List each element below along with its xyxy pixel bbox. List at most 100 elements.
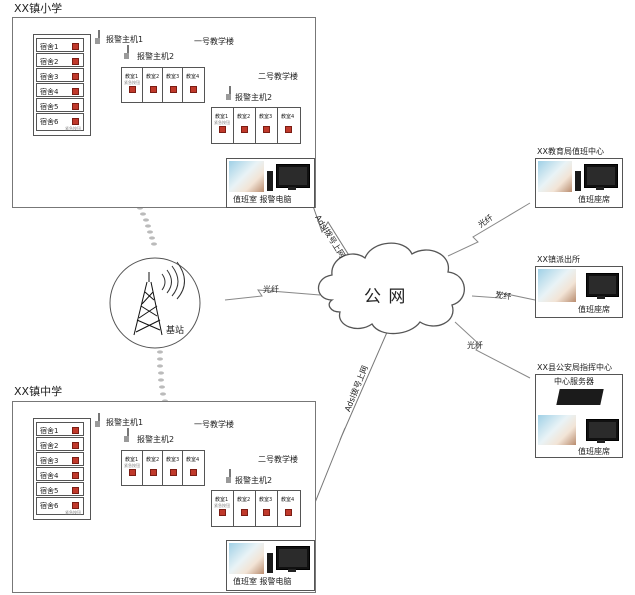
fiber-link-police <box>471 291 536 301</box>
building-label: 一号教学楼 <box>194 420 234 429</box>
dorm-room: 宿舍3 <box>36 452 84 466</box>
alarm-button-icon[interactable] <box>72 457 79 464</box>
alarm-button-icon[interactable] <box>150 469 157 476</box>
operator-photo <box>229 543 264 574</box>
alarm-host-label: 报警主机2 <box>137 52 175 61</box>
alarm-button-icon[interactable] <box>190 86 197 93</box>
fiber-link-education <box>447 202 531 257</box>
alarm-button-icon[interactable] <box>72 472 79 479</box>
alarm-button-icon[interactable] <box>72 73 79 80</box>
operator-photo <box>538 415 576 445</box>
alarm-button-icon[interactable] <box>72 487 79 494</box>
seat-label: 值班座席 <box>578 447 610 456</box>
tower-icon <box>133 272 163 336</box>
center-pc: 中心服务器 值班座席 <box>535 374 623 458</box>
alarm-button-icon[interactable] <box>219 126 226 133</box>
alarm-button-icon[interactable] <box>72 427 79 434</box>
center-title: XX县公安局指挥中心 <box>537 363 612 372</box>
pc-tower-icon <box>267 553 273 573</box>
alarm-button-icon[interactable] <box>170 86 177 93</box>
fiber-link-command <box>454 321 531 379</box>
seat-label: 值班座席 <box>578 195 610 204</box>
center-pc: 值班座席 <box>535 158 623 208</box>
alarm-button-icon[interactable] <box>219 509 226 516</box>
antenna-icon <box>127 45 129 53</box>
alarm-host-label: 报警主机2 <box>235 476 273 485</box>
fiber-label: 光纤 <box>263 285 279 294</box>
operator-photo <box>538 269 576 302</box>
school-title: XX镇中学 <box>14 385 63 398</box>
alarm-host-icon <box>226 477 231 483</box>
alarm-button-icon[interactable] <box>241 126 248 133</box>
alarm-host-label: 报警主机2 <box>235 93 273 102</box>
operator-photo <box>229 161 264 192</box>
alarm-host-label: 报警主机1 <box>106 418 144 427</box>
alarm-button-icon[interactable] <box>150 86 157 93</box>
alarm-button-icon[interactable] <box>129 86 136 93</box>
dorm-room: 宿舍4 <box>36 83 84 97</box>
alarm-host-icon <box>226 94 231 100</box>
monitor-icon <box>584 164 618 188</box>
monitor-icon <box>276 164 310 188</box>
alarm-host-label: 报警主机1 <box>106 35 144 44</box>
antenna-icon <box>229 86 231 94</box>
alarm-button-icon[interactable] <box>72 43 79 50</box>
antenna-icon <box>98 30 100 38</box>
monitor-icon <box>276 546 310 570</box>
duty-pc-label: 值班室 报警电脑 <box>233 195 292 204</box>
adsl-link-bottom <box>299 329 389 541</box>
alarm-button-icon[interactable] <box>72 442 79 449</box>
alarm-button-icon[interactable] <box>72 118 79 125</box>
alarm-button-icon[interactable] <box>72 103 79 110</box>
alarm-button-icon[interactable] <box>72 502 79 509</box>
alarm-button-icon[interactable] <box>263 126 270 133</box>
dorm-room: 宿舍4 <box>36 467 84 481</box>
alarm-button-icon[interactable] <box>190 469 197 476</box>
antenna-icon <box>229 469 231 477</box>
dorm-room: 宿舍2 <box>36 437 84 451</box>
center-title: XX镇派出所 <box>537 255 580 264</box>
alarm-button-icon[interactable] <box>72 58 79 65</box>
alarm-button-icon[interactable] <box>285 509 292 516</box>
antenna-icon <box>127 428 129 436</box>
duty-pc-label: 值班室 报警电脑 <box>233 577 292 586</box>
dorm-room: 宿舍2 <box>36 53 84 67</box>
alarm-host-label: 报警主机2 <box>137 435 175 444</box>
pc-tower-icon <box>267 171 273 191</box>
alarm-button-icon[interactable] <box>241 509 248 516</box>
wireless-chain-top <box>137 206 157 246</box>
alarm-button-icon[interactable] <box>263 509 270 516</box>
alarm-button-icon[interactable] <box>129 469 136 476</box>
duty-room-pc: 值班室 报警电脑 <box>226 540 315 591</box>
server-icon <box>556 389 604 405</box>
pc-tower-icon <box>575 171 581 191</box>
dorm-room: 宿舍1 <box>36 38 84 52</box>
dorm-tag: 紧急按钮 <box>65 126 81 131</box>
dorm-tag: 紧急按钮 <box>65 510 81 515</box>
alarm-host-icon <box>124 436 129 442</box>
dorm-room: 宿舍1 <box>36 422 84 436</box>
public-network-label: 公 网 <box>364 287 407 307</box>
monitor-icon <box>586 273 619 297</box>
alarm-button-icon[interactable] <box>285 126 292 133</box>
seat-label: 值班座席 <box>578 305 610 314</box>
base-station-label: 基站 <box>166 326 185 336</box>
building-label: 二号教学楼 <box>258 72 298 81</box>
center-title: XX教育局值班中心 <box>537 147 604 156</box>
antenna-icon <box>98 413 100 421</box>
monitor-icon <box>586 419 619 441</box>
dorm-room: 宿舍3 <box>36 68 84 82</box>
center-pc: 值班座席 <box>535 266 623 318</box>
alarm-button-icon[interactable] <box>170 469 177 476</box>
dorm-room: 宿舍5 <box>36 98 84 112</box>
alarm-button-icon[interactable] <box>72 88 79 95</box>
adsl-link-top <box>311 202 356 266</box>
